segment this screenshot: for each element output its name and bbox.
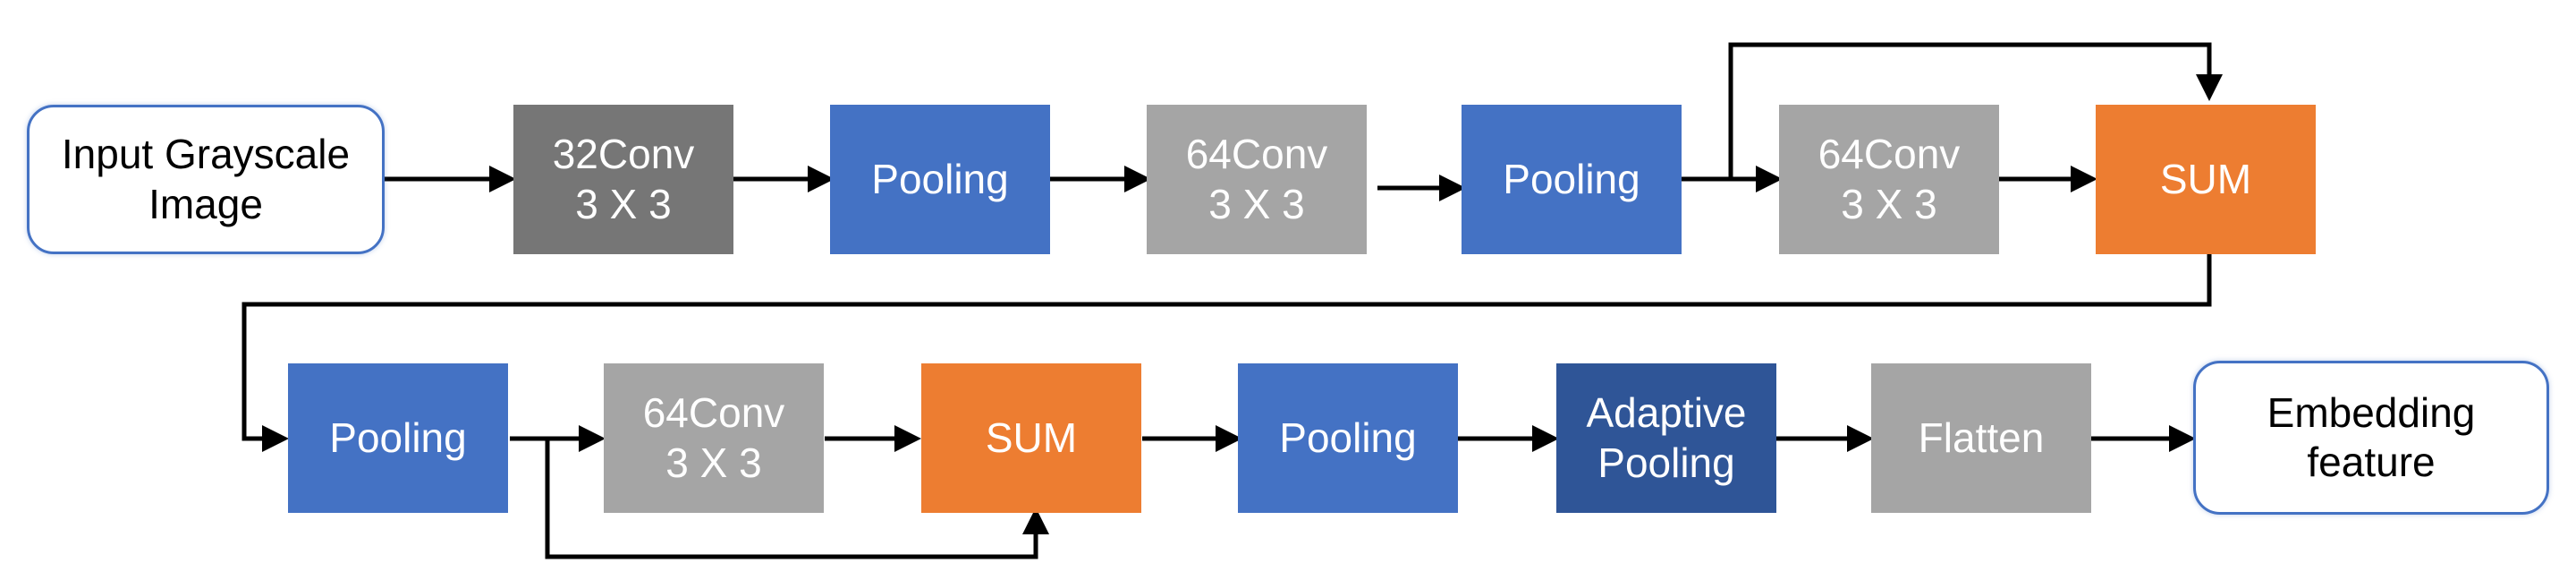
conv1-kernel: 3 X 3 (575, 180, 672, 227)
pooling-node-4: Pooling (1238, 363, 1458, 513)
input-image-node: Input Grayscale Image (27, 105, 385, 254)
conv-32-node: 32Conv 3 X 3 (513, 105, 733, 254)
flatten-node: Flatten (1871, 363, 2091, 513)
sum-node-2: SUM (921, 363, 1141, 513)
conv-64-node-1: 64Conv 3 X 3 (1147, 105, 1367, 254)
sum1-label: SUM (2159, 155, 2252, 202)
conv4-label: 64Conv (642, 389, 785, 437)
sum2-label: SUM (985, 414, 1078, 461)
conv2-kernel: 3 X 3 (1208, 180, 1305, 227)
pooling-node-3: Pooling (288, 363, 508, 513)
conv3-label: 64Conv (1818, 131, 1961, 178)
conv2-label: 64Conv (1185, 131, 1328, 178)
sum-node-1: SUM (2096, 105, 2316, 254)
output-node-line2: feature (2307, 439, 2436, 485)
pooling-node-1: Pooling (830, 105, 1050, 254)
adaptive-pooling-node: Adaptive Pooling (1556, 363, 1776, 513)
output-node-line1: Embedding (2267, 388, 2476, 436)
pool1-label: Pooling (871, 155, 1009, 202)
pooling-node-2: Pooling (1462, 105, 1682, 254)
input-node-line1: Input Grayscale (61, 131, 351, 178)
conv-64-node-2: 64Conv 3 X 3 (1779, 105, 1999, 254)
conv3-kernel: 3 X 3 (1841, 180, 1937, 227)
conv4-kernel: 3 X 3 (665, 439, 762, 486)
conv-64-node-3: 64Conv 3 X 3 (604, 363, 824, 513)
adaptive-line2: Pooling (1597, 439, 1735, 486)
arrow-skip-pool2-to-sum1 (1728, 42, 2223, 179)
arrow-skip-pool3-to-sum2 (545, 439, 1049, 559)
pool3-label: Pooling (329, 414, 467, 461)
pool2-label: Pooling (1503, 155, 1640, 202)
flatten-label: Flatten (1918, 414, 2045, 461)
embedding-feature-node: Embedding feature (2193, 361, 2549, 515)
conv1-label: 32Conv (552, 131, 695, 178)
adaptive-line1: Adaptive (1586, 389, 1747, 437)
arrow-sum1-to-pool3 (242, 254, 2212, 452)
pool4-label: Pooling (1279, 414, 1417, 461)
input-node-line2: Image (148, 180, 263, 227)
